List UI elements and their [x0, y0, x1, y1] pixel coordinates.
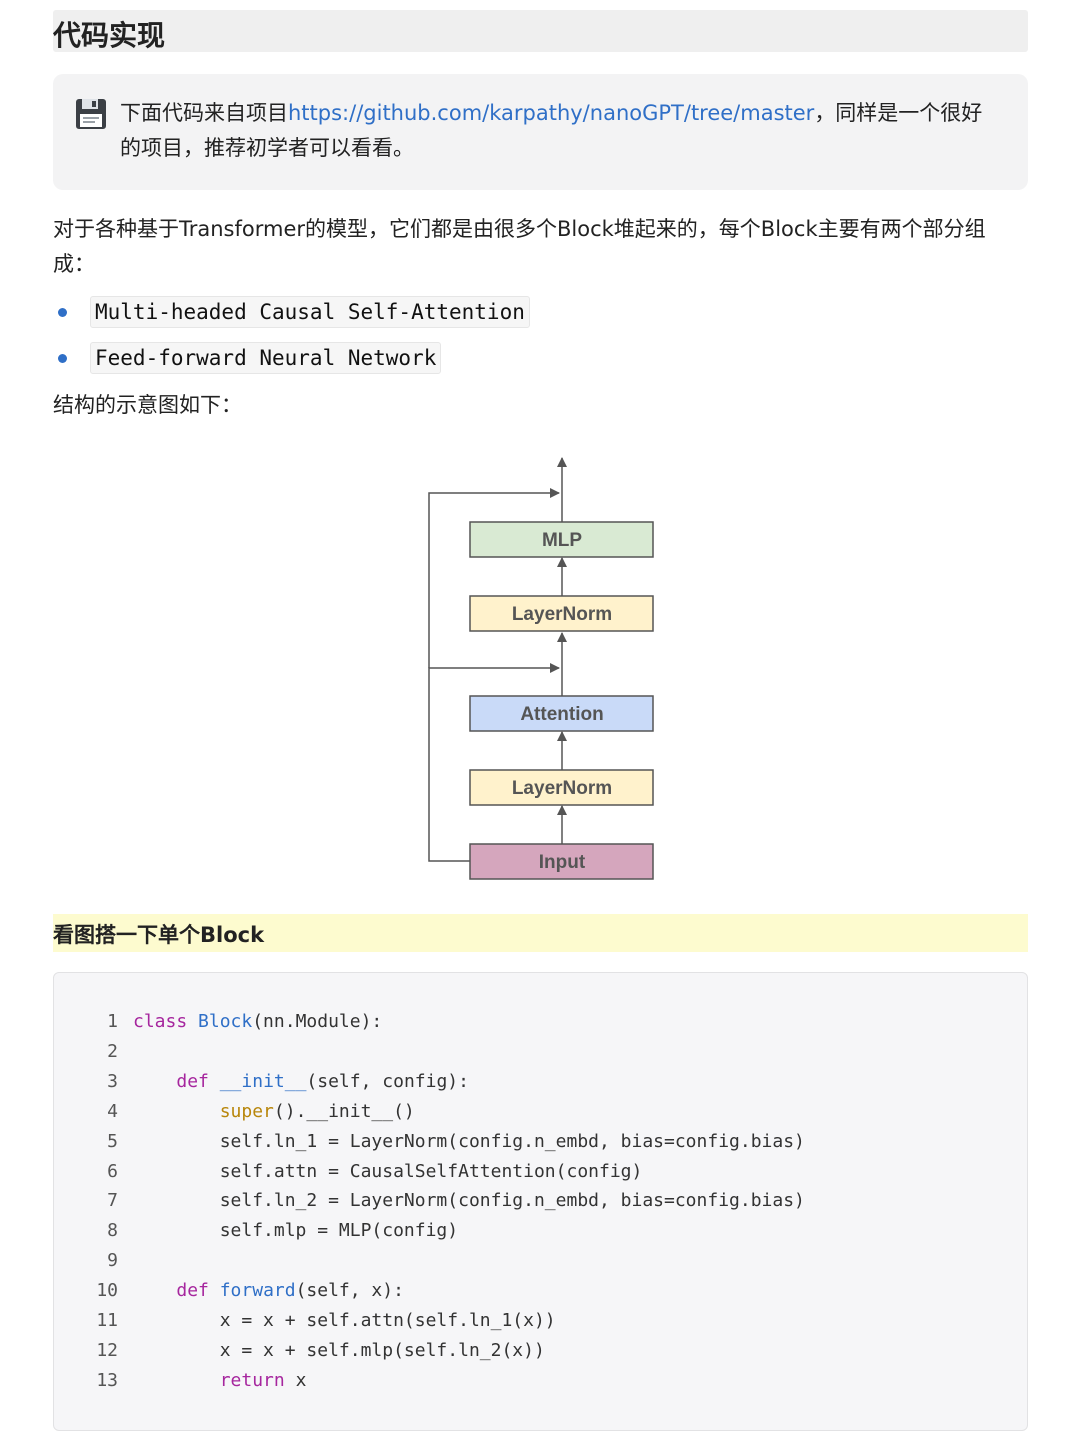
nanogpt-repo-link[interactable]: https://github.com/karpathy/nanoGPT/tree…	[288, 101, 815, 125]
inline-code: Multi-headed Causal Self-Attention	[90, 296, 530, 328]
block-label: LayerNorm	[512, 778, 612, 799]
code-line: 9	[54, 1246, 133, 1276]
subheading: 看图搭一下单个Block	[53, 923, 265, 947]
block-label: Attention	[520, 704, 603, 725]
residual-connection-bottom	[428, 663, 560, 862]
diagram-block-mlp: MLP	[469, 521, 654, 558]
code-line: 7 self.ln_2 = LayerNorm(config.n_embd, b…	[54, 1186, 805, 1216]
code-line: 5 self.ln_1 = LayerNorm(config.n_embd, b…	[54, 1127, 805, 1157]
block-label: LayerNorm	[512, 604, 612, 625]
diagram-block-input: Input	[469, 843, 654, 880]
code-line: 12 x = x + self.mlp(self.ln_2(x))	[54, 1336, 545, 1366]
intro-paragraph: 对于各种基于Transformer的模型，它们都是由很多个Block堆起来的，每…	[53, 217, 986, 276]
line-number: 6	[107, 1160, 118, 1182]
block-structure-diagram: MLP LayerNorm Attention LayerNorm Input	[428, 457, 654, 880]
diagram-block-layernorm-bottom: LayerNorm	[469, 769, 654, 806]
code-text: self.ln_1 = LayerNorm(config.n_embd, bia…	[133, 1130, 805, 1152]
code-text: x = x + self.mlp(self.ln_2(x))	[133, 1339, 545, 1361]
line-number: 2	[107, 1040, 118, 1062]
code-text: self.mlp = MLP(config)	[133, 1220, 459, 1242]
code-line: 4 super().__init__()	[54, 1097, 415, 1127]
code-line: 10 def forward(self, x):	[54, 1276, 404, 1306]
code-line: 6 self.attn = CausalSelfAttention(config…	[54, 1157, 642, 1187]
line-number: 11	[96, 1310, 118, 1331]
block-label: MLP	[542, 530, 582, 551]
line-number: 1	[107, 1011, 118, 1032]
code-text: x = x + self.attn(self.ln_1(x))	[133, 1310, 556, 1331]
code-text: def __init__(self, config):	[176, 1070, 469, 1092]
callout-suffix: ，同样是一个很好的项目，推荐初学者可以看看。	[120, 101, 983, 160]
code-line: 3 def __init__(self, config):	[54, 1067, 469, 1097]
inline-code: Feed-forward Neural Network	[90, 342, 442, 374]
line-number: 8	[107, 1220, 118, 1242]
code-line: 8 self.mlp = MLP(config)	[54, 1216, 458, 1246]
section-heading: 代码实现	[53, 19, 166, 52]
code-line: 2	[54, 1037, 133, 1067]
section-heading-bar: 代码实现	[53, 10, 1028, 52]
code-block: 1 class Block(nn.Module): 2 3 def __init__(…	[53, 972, 1028, 1431]
highlighted-subheading-bar: 看图搭一下单个Block	[53, 914, 1028, 952]
code-line: 1 class Block(nn.Module):	[54, 1007, 382, 1037]
line-number: 5	[107, 1130, 118, 1152]
code-text: class Block(nn.Module):	[133, 1011, 383, 1032]
floppy-disk-icon	[76, 99, 106, 129]
bullet-dot-icon	[58, 308, 67, 317]
diagram-intro: 结构的示意图如下：	[53, 393, 242, 417]
line-number: 9	[107, 1250, 118, 1272]
code-text: def forward(self, x):	[176, 1280, 404, 1302]
residual-connection-top	[428, 488, 560, 668]
callout-text: 下面代码来自项目https://github.com/karpathy/nano…	[120, 96, 1000, 166]
code-line: 13 return x	[54, 1366, 306, 1396]
callout-prefix: 下面代码来自项目	[120, 101, 288, 125]
line-number: 10	[96, 1280, 118, 1302]
bullet-dot-icon	[58, 354, 67, 363]
code-text: self.ln_2 = LayerNorm(config.n_embd, bia…	[133, 1190, 805, 1212]
line-number: 4	[107, 1100, 118, 1122]
code-text: super().__init__()	[219, 1100, 415, 1122]
code-text: return x	[219, 1369, 307, 1391]
block-label: Input	[539, 852, 586, 873]
info-callout: 下面代码来自项目https://github.com/karpathy/nano…	[53, 74, 1028, 190]
diagram-block-attention: Attention	[469, 695, 654, 732]
code-line: 11 x = x + self.attn(self.ln_1(x))	[54, 1306, 556, 1336]
line-number: 7	[107, 1190, 118, 1212]
code-text: self.attn = CausalSelfAttention(config)	[133, 1160, 643, 1182]
line-number: 3	[107, 1070, 118, 1092]
line-number: 12	[96, 1339, 118, 1361]
diagram-block-layernorm-top: LayerNorm	[469, 595, 654, 632]
line-number: 13	[96, 1369, 118, 1391]
